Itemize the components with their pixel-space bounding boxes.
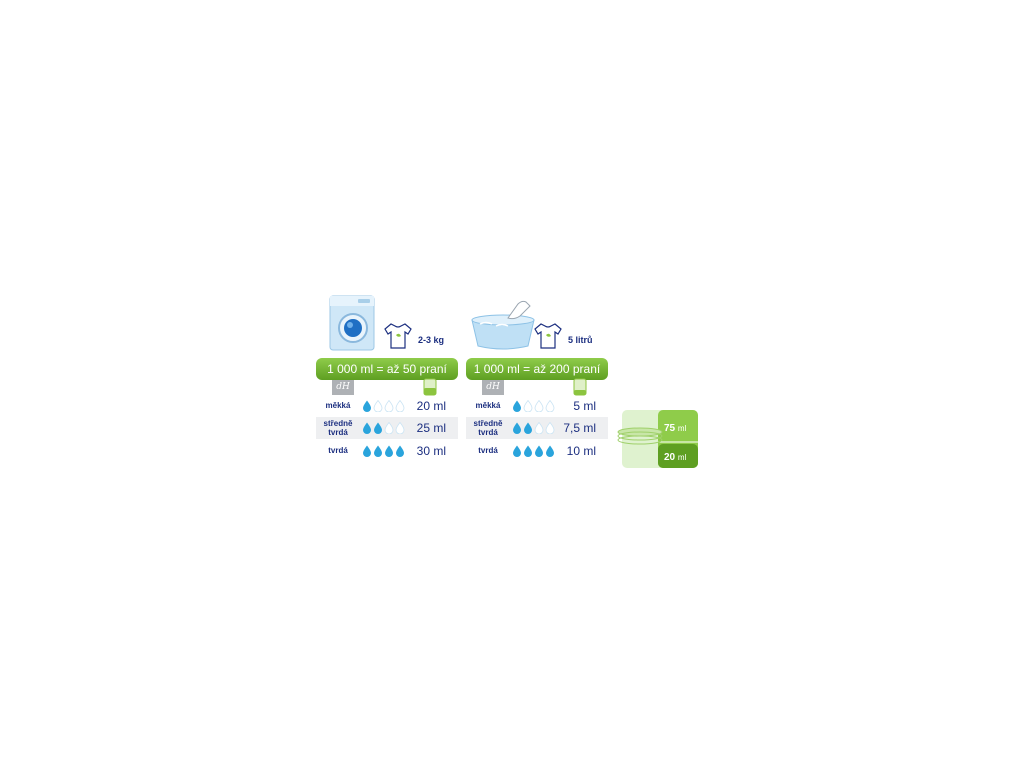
- water-drop-filled-icon: [396, 445, 404, 457]
- hardness-row-soft: měkká 20 ml: [316, 395, 458, 417]
- water-drop-filled-icon: [513, 400, 521, 412]
- washing-machine-icon: [329, 295, 375, 351]
- water-drop-empty-icon: [545, 422, 555, 434]
- hardness-row-hard: tvrdá 30 ml: [316, 440, 458, 462]
- hardness-label: měkká: [325, 401, 351, 410]
- hardness-drops: [512, 445, 556, 458]
- water-drop-filled-icon: [385, 445, 393, 457]
- cap-lower-unit: ml: [677, 453, 687, 462]
- hardness-drops: [362, 422, 406, 435]
- cap-upper-value: 75: [664, 423, 676, 434]
- hardness-drops: [362, 400, 406, 413]
- dose-amount: 5 ml: [573, 399, 596, 413]
- hardness-label: středně tvrdá: [323, 419, 353, 437]
- hardness-label: měkká: [475, 401, 501, 410]
- dose-amount: 20 ml: [416, 399, 446, 413]
- hardness-row-hard: tvrdá 10 ml: [466, 440, 608, 462]
- hardness-drops: [512, 422, 556, 435]
- dose-amount: 7,5 ml: [563, 421, 596, 435]
- yield-banner: 1 000 ml = až 50 praní: [316, 358, 458, 380]
- dose-amount: 10 ml: [566, 444, 596, 458]
- hardness-label: tvrdá: [478, 446, 498, 455]
- hardness-drops: [362, 445, 406, 458]
- measuring-cup-icon: [573, 378, 587, 396]
- water-drop-empty-icon: [384, 400, 394, 412]
- water-drop-empty-icon: [384, 422, 394, 434]
- water-drop-filled-icon: [363, 400, 371, 412]
- cap-upper-mark: 75 ml: [664, 423, 686, 434]
- cap-lower-value: 20: [664, 452, 676, 463]
- water-hardness-badge: dH: [332, 380, 354, 395]
- water-drop-filled-icon: [513, 422, 521, 434]
- t-shirt-icon: [534, 323, 562, 349]
- water-drop-empty-icon: [545, 400, 555, 412]
- water-drop-filled-icon: [374, 422, 382, 434]
- hardness-row-medium: středně tvrdá 7,5 ml: [466, 417, 608, 439]
- yield-banner: 1 000 ml = až 200 praní: [466, 358, 608, 380]
- water-drop-filled-icon: [363, 445, 371, 457]
- dose-amount: 25 ml: [416, 421, 446, 435]
- cap-lower-mark: 20 ml: [664, 452, 686, 463]
- water-drop-empty-icon: [395, 400, 405, 412]
- t-shirt-icon: [384, 323, 412, 349]
- water-drop-empty-icon: [523, 400, 533, 412]
- water-drop-empty-icon: [534, 422, 544, 434]
- water-drop-filled-icon: [535, 445, 543, 457]
- machine-wash-panel: 2-3 kg 1 000 ml = až 50 praní dH měkká 2…: [316, 292, 461, 468]
- dosing-cap-icon: [617, 410, 698, 468]
- water-drop-empty-icon: [395, 422, 405, 434]
- hardness-drops: [512, 400, 556, 413]
- load-capacity: 2-3 kg: [418, 335, 445, 345]
- water-drop-filled-icon: [513, 445, 521, 457]
- water-drop-filled-icon: [524, 422, 532, 434]
- measuring-cup-icon: [423, 378, 437, 396]
- hand-wash-basin-icon: [471, 300, 535, 350]
- water-drop-filled-icon: [546, 445, 554, 457]
- hardness-label: tvrdá: [328, 446, 348, 455]
- dose-amount: 30 ml: [416, 444, 446, 458]
- cap-upper-unit: ml: [677, 424, 687, 433]
- water-drop-empty-icon: [373, 400, 383, 412]
- hardness-row-medium: středně tvrdá 25 ml: [316, 417, 458, 439]
- water-drop-filled-icon: [363, 422, 371, 434]
- water-drop-empty-icon: [534, 400, 544, 412]
- water-drop-filled-icon: [524, 445, 532, 457]
- hand-wash-panel: 5 litrů 1 000 ml = až 200 praní dH měkká…: [466, 292, 611, 468]
- water-drop-filled-icon: [374, 445, 382, 457]
- hardness-row-soft: měkká 5 ml: [466, 395, 608, 417]
- water-hardness-badge: dH: [482, 380, 504, 395]
- hardness-label: středně tvrdá: [473, 419, 503, 437]
- water-volume: 5 litrů: [568, 335, 593, 345]
